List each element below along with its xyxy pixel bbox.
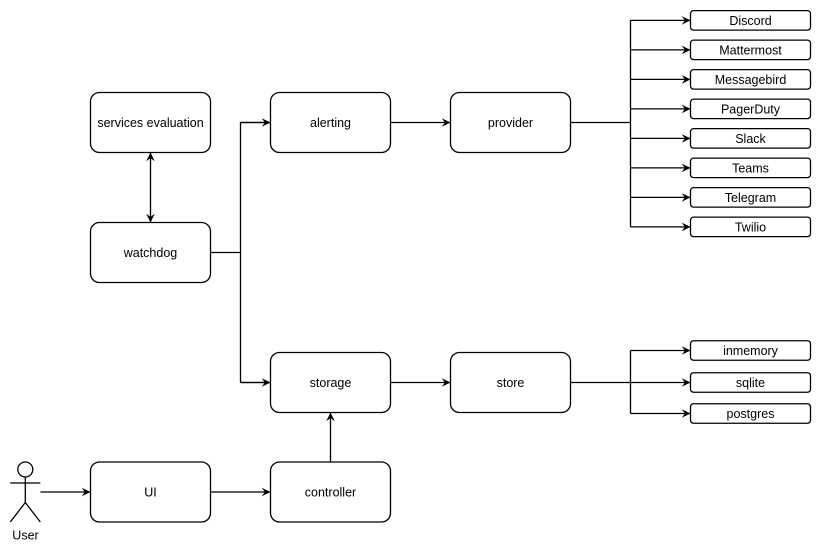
svg-text:Slack: Slack [735, 132, 766, 146]
svg-text:alerting: alerting [310, 116, 351, 130]
svg-text:Twilio: Twilio [735, 220, 766, 234]
svg-text:postgres: postgres [727, 407, 775, 421]
svg-text:sqlite: sqlite [736, 376, 765, 390]
svg-text:storage: storage [310, 376, 352, 390]
svg-text:store: store [497, 376, 525, 390]
svg-text:inmemory: inmemory [723, 344, 779, 358]
svg-text:controller: controller [305, 485, 356, 499]
svg-text:Teams: Teams [732, 161, 769, 175]
svg-text:services evaluation: services evaluation [97, 116, 203, 130]
svg-text:Mattermost: Mattermost [719, 43, 782, 57]
svg-text:watchdog: watchdog [123, 246, 178, 260]
svg-text:User: User [12, 529, 38, 543]
svg-text:PagerDuty: PagerDuty [721, 102, 781, 116]
svg-text:Discord: Discord [729, 14, 771, 28]
svg-text:Messagebird: Messagebird [715, 73, 787, 87]
svg-text:UI: UI [144, 485, 157, 499]
svg-text:Telegram: Telegram [725, 191, 776, 205]
svg-text:provider: provider [488, 116, 533, 130]
